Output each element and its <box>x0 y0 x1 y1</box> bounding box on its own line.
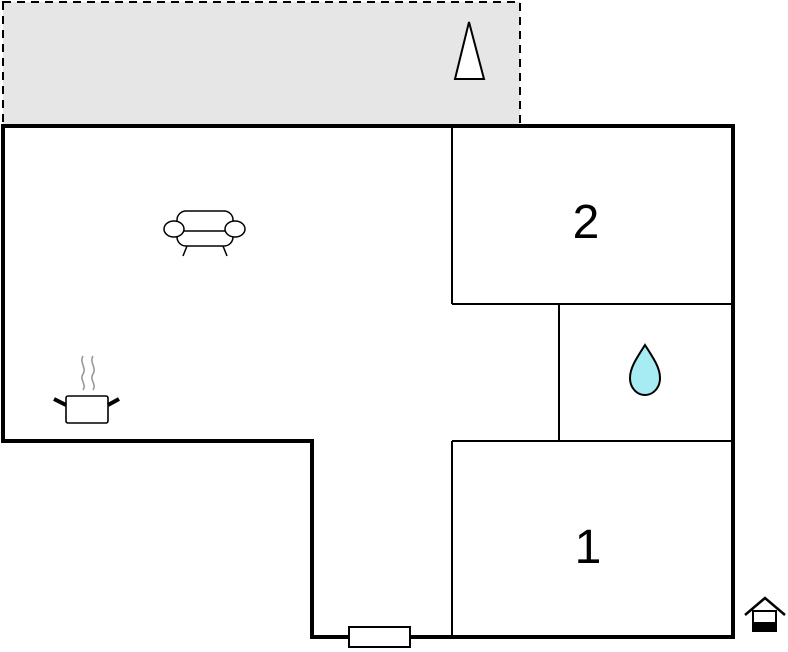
room-label-1: 1 <box>575 521 602 574</box>
interior-walls <box>451 126 733 637</box>
floor-area <box>3 126 733 637</box>
north-arrow-icon <box>453 21 486 80</box>
window <box>348 626 411 648</box>
house-entrance-icon <box>744 596 786 632</box>
outer-walls <box>1 124 735 639</box>
water-drop-icon <box>628 343 662 397</box>
sofa-icon <box>163 210 246 257</box>
room-label-2: 2 <box>573 196 600 249</box>
cooking-pot-icon <box>53 355 120 424</box>
terrace-area <box>2 1 521 127</box>
